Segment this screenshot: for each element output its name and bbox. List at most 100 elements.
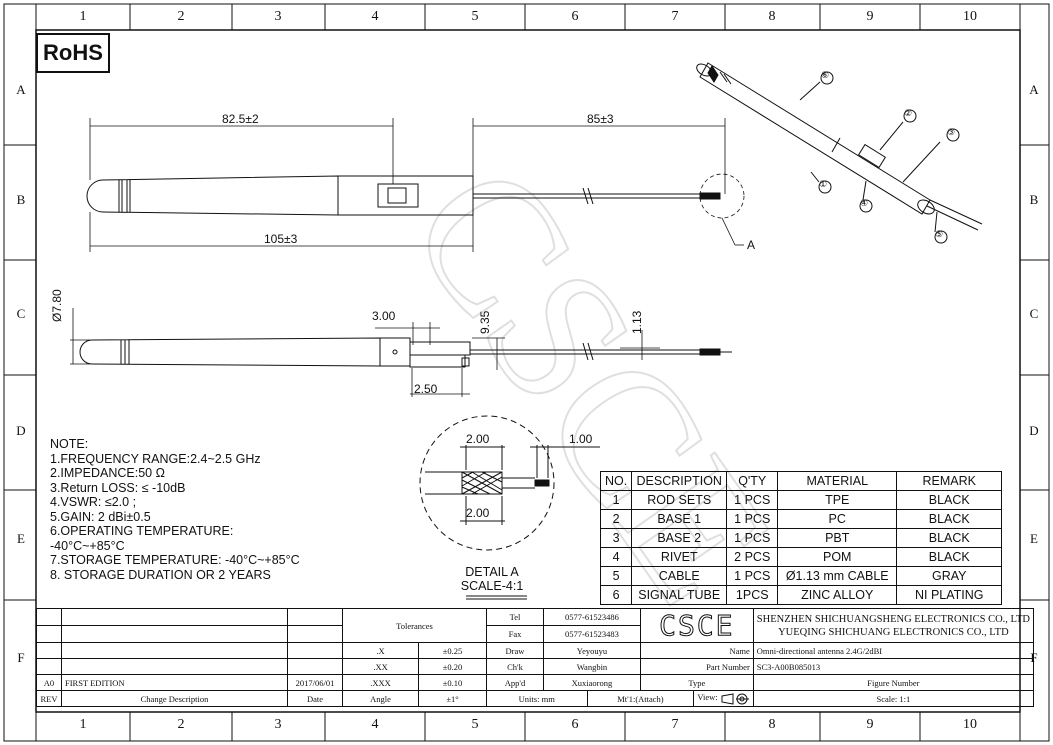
fax-value: 0577-61523483 [543, 625, 641, 643]
dim-rod-length: 82.5±2 [222, 112, 259, 126]
bom-cell: ROD SETS [631, 490, 728, 510]
zone-row-e-right: E [1030, 531, 1038, 546]
view-label: View: [697, 692, 718, 703]
zone-col-9-bottom: 9 [866, 717, 874, 732]
zone-col-3: 3 [274, 9, 282, 24]
bom-cell: BASE 2 [631, 528, 728, 548]
zone-col-7-bottom: 7 [671, 717, 679, 732]
bom-cell: 2 [599, 509, 633, 529]
bom-cell: BLACK [896, 547, 1003, 567]
zone-row-f-right: F [1030, 650, 1038, 665]
bom-cell: PC [777, 509, 898, 529]
balloon-1: ① [819, 179, 828, 189]
dim-1-13: 1.13 [630, 310, 644, 334]
part-number-label: Part Number [639, 658, 754, 675]
bom-cell: 1 PCS [726, 566, 779, 586]
appd-label: App'd [486, 674, 544, 691]
note-line: -40°C~+85°C [50, 538, 125, 553]
chk-label: Ch'k [486, 658, 544, 675]
type-label: Type [639, 674, 754, 691]
zone-col-10: 10 [963, 9, 977, 24]
detail-title: DETAIL A [465, 565, 519, 579]
bom-cell: 1 [599, 490, 633, 510]
zone-col-8: 8 [768, 9, 776, 24]
detail-scale: SCALE-4:1 [460, 579, 524, 593]
zone-col-2-bottom: 2 [177, 717, 185, 732]
bom-cell: GRAY [896, 566, 1003, 586]
dim-detail-2-00-top: 2.00 [466, 432, 490, 446]
detail-a-callout: A [747, 238, 756, 252]
tolerances-label: Tolerances [342, 608, 487, 643]
rev-code: A0 [36, 674, 62, 691]
balloon-3: ③ [947, 127, 956, 137]
change-description-header: Change Description [61, 690, 288, 707]
zone-col-1-bottom: 1 [79, 717, 87, 732]
balloon-5: ⑤ [935, 229, 944, 239]
zone-row-a: A [16, 82, 26, 97]
notes-block: NOTE: 1.FREQUENCY RANGE:2.4~2.5 GHz 2.IM… [50, 437, 300, 582]
zone-row-d: D [16, 423, 26, 438]
tel-value: 0577-61523486 [543, 608, 641, 626]
balloon-2: ② [904, 108, 913, 118]
bom-cell: BLACK [896, 528, 1003, 548]
note-line: 8. STORAGE DURATION OR 2 YEARS [50, 567, 271, 582]
bom-header-description: DESCRIPTION [631, 471, 728, 491]
bom-cell: 2 PCS [726, 547, 779, 567]
detail-a-view [419, 415, 600, 600]
view-cell: View: [693, 690, 754, 707]
company-logo: CSCE [639, 608, 754, 643]
zone-col-4-bottom: 4 [371, 717, 379, 732]
part-number-value: SC3-A00B085013 [752, 658, 1034, 675]
bom-cell: TPE [777, 490, 898, 510]
figure-number-label: Figure Number [752, 674, 1034, 691]
bom-cell: 1 PCS [726, 490, 779, 510]
rohs-badge: RoHS [36, 33, 110, 73]
dim-diameter: Ø7.80 [50, 289, 64, 322]
bom-cell: RIVET [631, 547, 728, 567]
note-line: 5.GAIN: 2 dBi±0.5 [50, 509, 151, 524]
name-label: Name [639, 642, 754, 659]
tol-xx-value: ±0.20 [418, 658, 487, 675]
bom-cell: CABLE [631, 566, 728, 586]
antenna-side-view [79, 337, 732, 368]
bom-cell: BASE 1 [631, 509, 728, 529]
zone-row-f: F [17, 650, 25, 665]
balloon-4: ④ [860, 198, 869, 208]
dim-9-35: 9.35 [478, 310, 492, 334]
title-block: Tolerances Tel 0577-61523486 CSCE SHENZH… [36, 608, 1034, 707]
zone-col-6: 6 [571, 9, 579, 24]
dim-2-50: 2.50 [414, 382, 438, 396]
zone-col-2: 2 [177, 9, 185, 24]
dim-overall-length: 105±3 [264, 232, 298, 246]
detail-caption: DETAIL A SCALE-4:1 [456, 565, 528, 593]
antenna-isometric-view [696, 62, 983, 244]
angle-label: Angle [341, 690, 420, 707]
note-heading: NOTE: [50, 437, 89, 451]
note-line: 6.OPERATING TEMPERATURE: [50, 524, 234, 538]
bom-cell: 3 [599, 528, 633, 548]
zone-col-6-bottom: 6 [571, 717, 579, 732]
projection-symbol-icon [721, 692, 749, 705]
zone-row-c: C [16, 306, 26, 321]
zone-col-10-bottom: 10 [963, 717, 977, 732]
rev-date: 2017/06/01 [287, 674, 343, 691]
dim-detail-1-00: 1.00 [569, 432, 593, 446]
bom-header-material: MATERIAL [777, 471, 898, 491]
zone-row-a-right: A [1029, 82, 1039, 97]
bom-header-qty: Q'TY [726, 471, 779, 491]
rev-description: FIRST EDITION [61, 674, 288, 691]
draw-value: Yeyouyu [543, 642, 641, 659]
zone-col-7: 7 [671, 9, 679, 24]
fax-label: Fax [486, 625, 544, 643]
note-line: 2.IMPEDANCE:50 Ω [50, 466, 165, 480]
bom-cell: 1 PCS [726, 528, 779, 548]
material-label: Mt'1:(Attach) [586, 690, 695, 707]
balloon-6: ⑥ [821, 70, 830, 80]
bom-header-row: NO. DESCRIPTION Q'TY MATERIAL REMARK [599, 471, 1003, 491]
name-value: Omni-directional antenna 2.4G/2dBI [752, 642, 1034, 659]
dim-detail-2-00-bottom: 2.00 [466, 506, 490, 520]
zone-row-b: B [16, 192, 26, 207]
